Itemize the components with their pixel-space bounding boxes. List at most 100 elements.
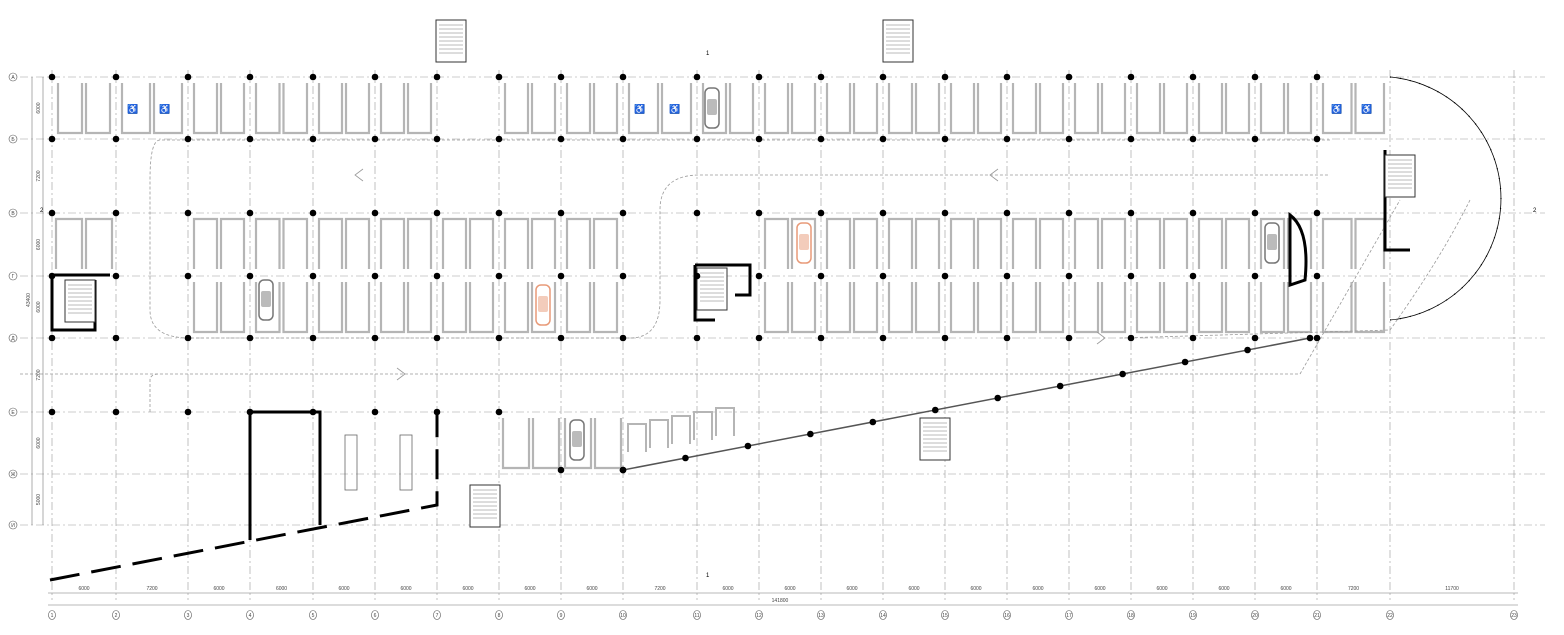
column	[184, 73, 192, 81]
parking-stall	[627, 83, 660, 135]
parking-stall	[1073, 217, 1100, 269]
parking-stall	[1100, 217, 1127, 269]
parking-stall	[1286, 282, 1313, 334]
parking-stall	[565, 217, 592, 269]
column-axis-label: 5	[312, 613, 315, 619]
column	[744, 442, 752, 450]
column-axis-label: 19	[1190, 613, 1196, 619]
column-axis-bubble	[246, 610, 254, 620]
column-axis-bubble	[1127, 610, 1135, 620]
column	[755, 135, 763, 143]
parking-stall	[1162, 83, 1189, 135]
accessible-parking-icon: ♿	[1331, 103, 1342, 114]
span-dimension: 6000	[1032, 586, 1043, 592]
parking-stall	[56, 83, 84, 135]
wall	[1288, 211, 1308, 288]
parking-stall-angled	[627, 423, 647, 452]
column	[371, 334, 379, 342]
row-span-dimension: 6000	[36, 301, 42, 312]
parking-stall	[1354, 217, 1386, 269]
column	[693, 272, 701, 280]
parking-stall	[1286, 83, 1313, 135]
column	[371, 73, 379, 81]
drive-path	[1119, 199, 1471, 339]
column	[1181, 358, 1189, 366]
row-axis-bubble	[8, 271, 18, 281]
parking-stall	[1100, 282, 1127, 334]
column	[371, 209, 379, 217]
column	[48, 408, 56, 416]
parking-stall	[592, 217, 619, 269]
parking-stall	[317, 217, 344, 269]
column	[184, 209, 192, 217]
column-axis-bubble	[184, 610, 192, 620]
parking-stall	[914, 217, 941, 269]
column	[1003, 272, 1011, 280]
parking-stall	[1038, 83, 1065, 135]
parking-stall	[825, 217, 852, 269]
column	[1313, 272, 1321, 280]
parking-stall	[531, 418, 561, 470]
column	[184, 408, 192, 416]
column	[1189, 272, 1197, 280]
parking-stall	[887, 217, 914, 269]
parking-stall	[976, 217, 1003, 269]
car-roof	[707, 99, 717, 115]
parking-stall	[1073, 282, 1100, 334]
column	[246, 73, 254, 81]
span-dimension: 6000	[276, 586, 287, 592]
parking-stall	[593, 418, 623, 470]
column-axis-label: 22	[1387, 613, 1393, 619]
column	[619, 334, 627, 342]
parking-stall	[1286, 217, 1313, 269]
parking-stall	[592, 83, 619, 135]
parking-stall	[1321, 83, 1353, 135]
span-dimension: 7200	[146, 586, 157, 592]
column	[495, 408, 503, 416]
parking-stall	[406, 282, 433, 334]
curved-facade	[1389, 76, 1502, 321]
column	[941, 272, 949, 280]
column	[1119, 370, 1126, 378]
column	[755, 209, 763, 217]
column-axis-label: 21	[1314, 613, 1320, 619]
parking-stall	[825, 282, 852, 334]
column	[48, 272, 56, 280]
section-mark: 2	[40, 208, 44, 214]
column-axis-label: 15	[942, 613, 948, 619]
parking-stall	[1011, 83, 1038, 135]
column	[1244, 346, 1251, 354]
parking-stall	[1354, 282, 1386, 334]
column-axis-label: 8	[498, 613, 501, 619]
row-axis-label: Б	[11, 137, 15, 143]
parking-stall	[887, 282, 914, 334]
column	[246, 272, 254, 280]
parking-stall	[565, 282, 592, 334]
wall	[248, 410, 322, 540]
parking-stall	[728, 83, 755, 135]
parking-stall	[1259, 217, 1286, 269]
parking-stall	[1224, 282, 1251, 334]
direction-arrow	[354, 168, 364, 182]
parking-stall	[1135, 83, 1162, 135]
parking-stall	[282, 282, 309, 334]
accessible-parking-icon: ♿	[127, 103, 138, 114]
column-axis-bubble	[557, 610, 565, 620]
column	[1056, 382, 1064, 390]
column	[112, 209, 120, 217]
column	[1065, 135, 1073, 143]
column-axis-label: 11	[694, 613, 699, 619]
column	[941, 209, 949, 217]
column-axis-label: 20	[1252, 613, 1258, 619]
column-axis-label: 23	[1511, 613, 1517, 619]
parking-stall	[565, 83, 592, 135]
column	[184, 334, 192, 342]
parking-stall	[530, 282, 557, 334]
parking-stall	[317, 282, 344, 334]
column-axis-bubble	[817, 610, 825, 620]
parking-stall	[1197, 83, 1224, 135]
ramp-shaft	[344, 434, 358, 491]
column	[433, 408, 441, 416]
